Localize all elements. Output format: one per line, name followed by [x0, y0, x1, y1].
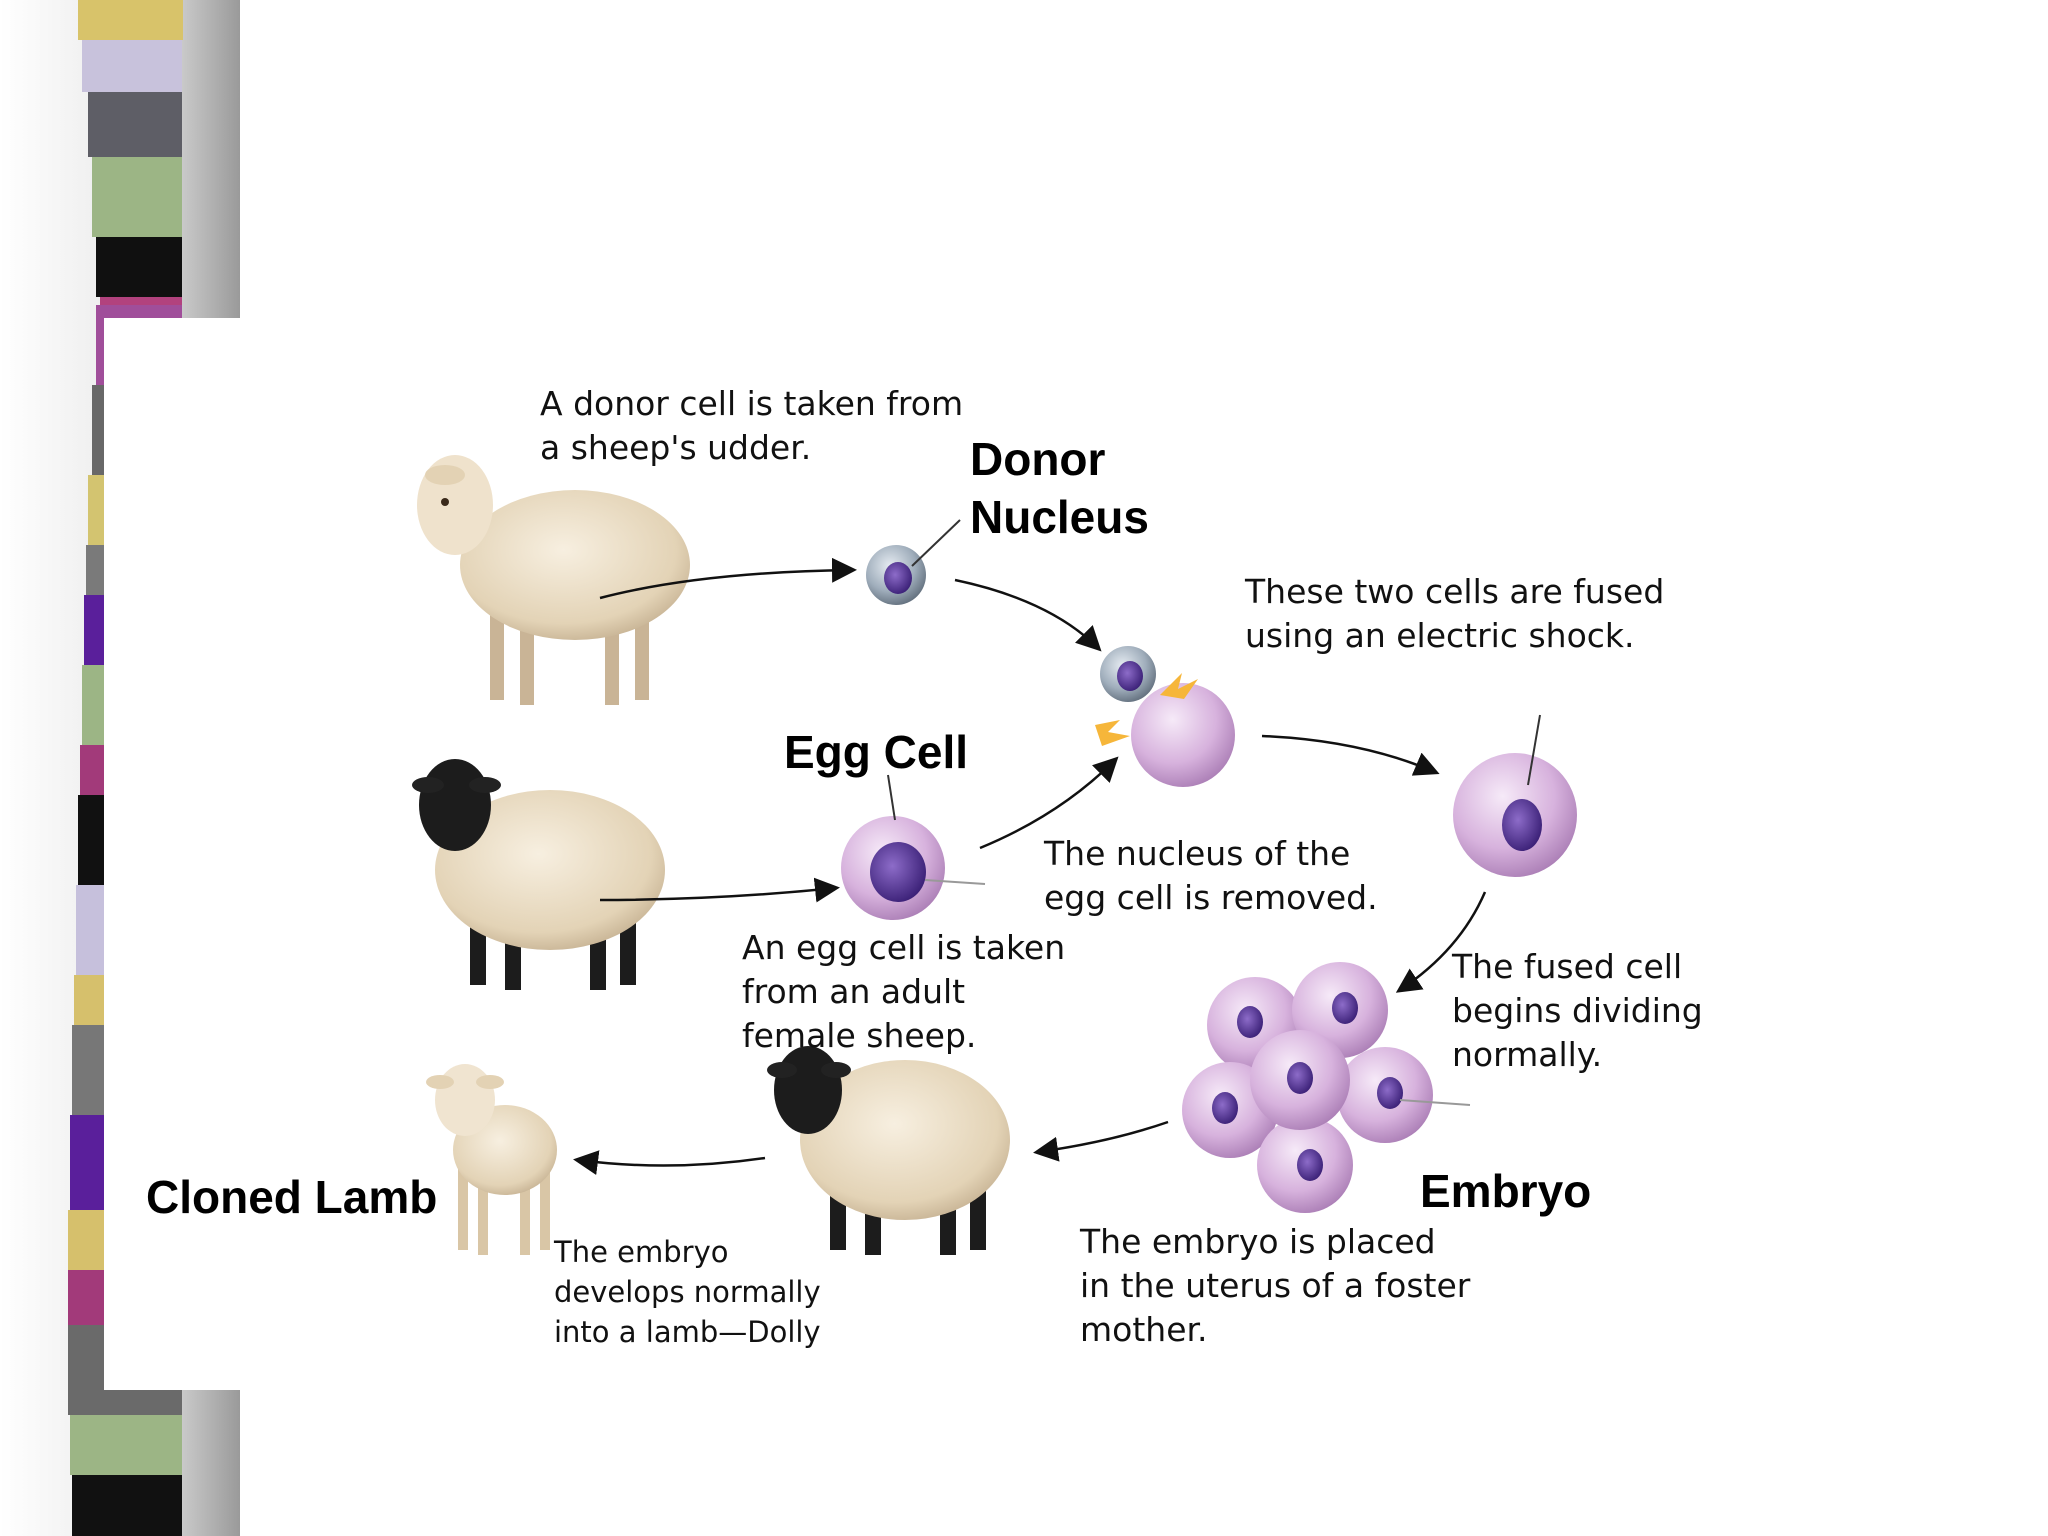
electric-shock-spark	[1160, 673, 1198, 699]
arrow-sheep-to-egg-cell	[599, 877, 840, 903]
title-egg-cell: Egg Cell	[784, 726, 969, 778]
label-fused: These two cells are fused using an elect…	[1245, 572, 1665, 655]
egg-cell	[841, 816, 945, 920]
egg-nucleus-pointer	[924, 879, 986, 885]
arrow-foster-mother-to-lamb	[573, 1150, 766, 1175]
foster-mother-sheep	[767, 1046, 1010, 1255]
donor-cell	[866, 545, 926, 605]
arrow-fusion-to-fused-cell	[1261, 734, 1440, 776]
fused-cell-pointer	[1527, 714, 1541, 786]
fusing-cells	[1095, 646, 1235, 787]
fused-cell	[1453, 753, 1577, 877]
title-donor-nucleus: Donor Nucleus	[970, 433, 1149, 543]
title-cloned-lamb: Cloned Lamb	[146, 1171, 438, 1223]
donor-nucleus-pointer	[911, 519, 961, 567]
egg-donor-sheep	[412, 759, 665, 990]
arrow-egg-cell-to-fusion	[979, 756, 1119, 850]
arrow-fused-cell-to-embryo	[1395, 891, 1487, 993]
label-egg-taken: An egg cell is taken from an adult femal…	[742, 928, 1066, 1055]
electric-shock-spark	[1095, 720, 1130, 746]
embryo-pointer	[1399, 1099, 1471, 1106]
label-dividing: The fused cell begins dividing normally.	[1452, 947, 1703, 1074]
label-donor-cell: A donor cell is taken from a sheep's udd…	[540, 384, 964, 467]
label-placed: The embryo is placed in the uterus of a …	[1080, 1222, 1471, 1349]
title-embryo: Embryo	[1420, 1165, 1592, 1217]
cloned-lamb	[426, 1064, 557, 1255]
embryo-cluster	[1182, 962, 1433, 1213]
arrow-donor-cell-to-fusion	[954, 578, 1102, 652]
label-develops: The embryo develops normally into a lamb…	[554, 1235, 821, 1349]
donor-sheep	[417, 455, 690, 705]
arrow-sheep-to-donor-cell	[599, 557, 857, 600]
label-nucleus-removed: The nucleus of the egg cell is removed.	[1044, 834, 1378, 917]
arrow-embryo-to-foster-mother	[1033, 1120, 1169, 1162]
egg-cell-pointer	[887, 774, 896, 821]
process-arrows	[573, 557, 1487, 1175]
